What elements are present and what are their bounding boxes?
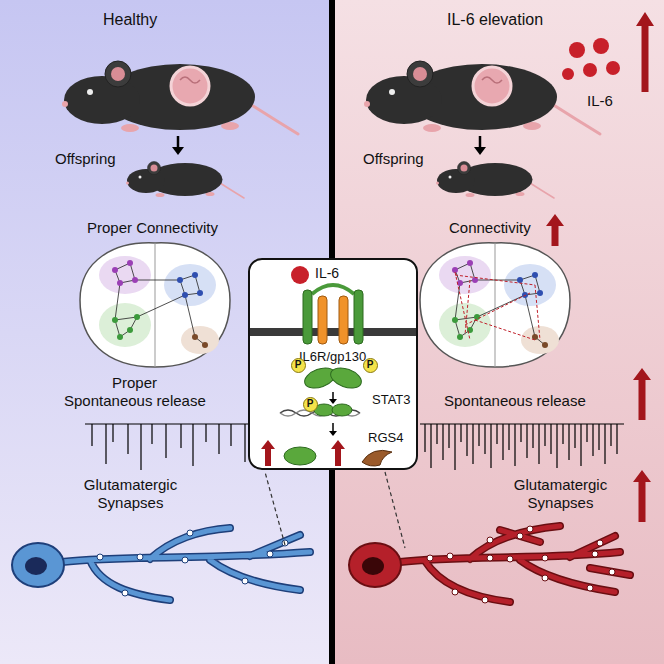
phospho-circle: P [363, 358, 378, 373]
panel-label: Offspring [55, 150, 116, 168]
panel-label: IL-6 [587, 92, 613, 110]
panel-label: Offspring [363, 150, 424, 168]
molecule-label: STAT3 [372, 392, 411, 408]
panel-label: Glutamatergic Synapses [73, 476, 188, 512]
phospho-label: P [367, 360, 374, 370]
phospho-label: P [295, 360, 302, 370]
phospho-circle: P [303, 397, 318, 412]
panel-label: Proper [112, 374, 157, 392]
phospho-circle: P [291, 358, 306, 373]
panel-label: IL-6 elevation [447, 10, 543, 29]
panel-label: Glutamatergic Synapses [503, 476, 618, 512]
panel-label: Proper Connectivity [87, 219, 218, 237]
panel-label: Connectivity [449, 219, 531, 237]
pathway-box: IL-6IL6R/gp130STAT3RGS4 P P P [248, 258, 418, 470]
panel-label: Healthy [103, 10, 157, 29]
phospho-label: P [307, 399, 314, 409]
molecule-label: IL-6 [315, 265, 339, 282]
molecule-label: IL6R/gp130 [299, 349, 366, 365]
panel-label: Spontaneous release [64, 392, 206, 410]
panel-label: Spontaneous release [444, 392, 586, 410]
molecule-label: RGS4 [368, 430, 403, 446]
